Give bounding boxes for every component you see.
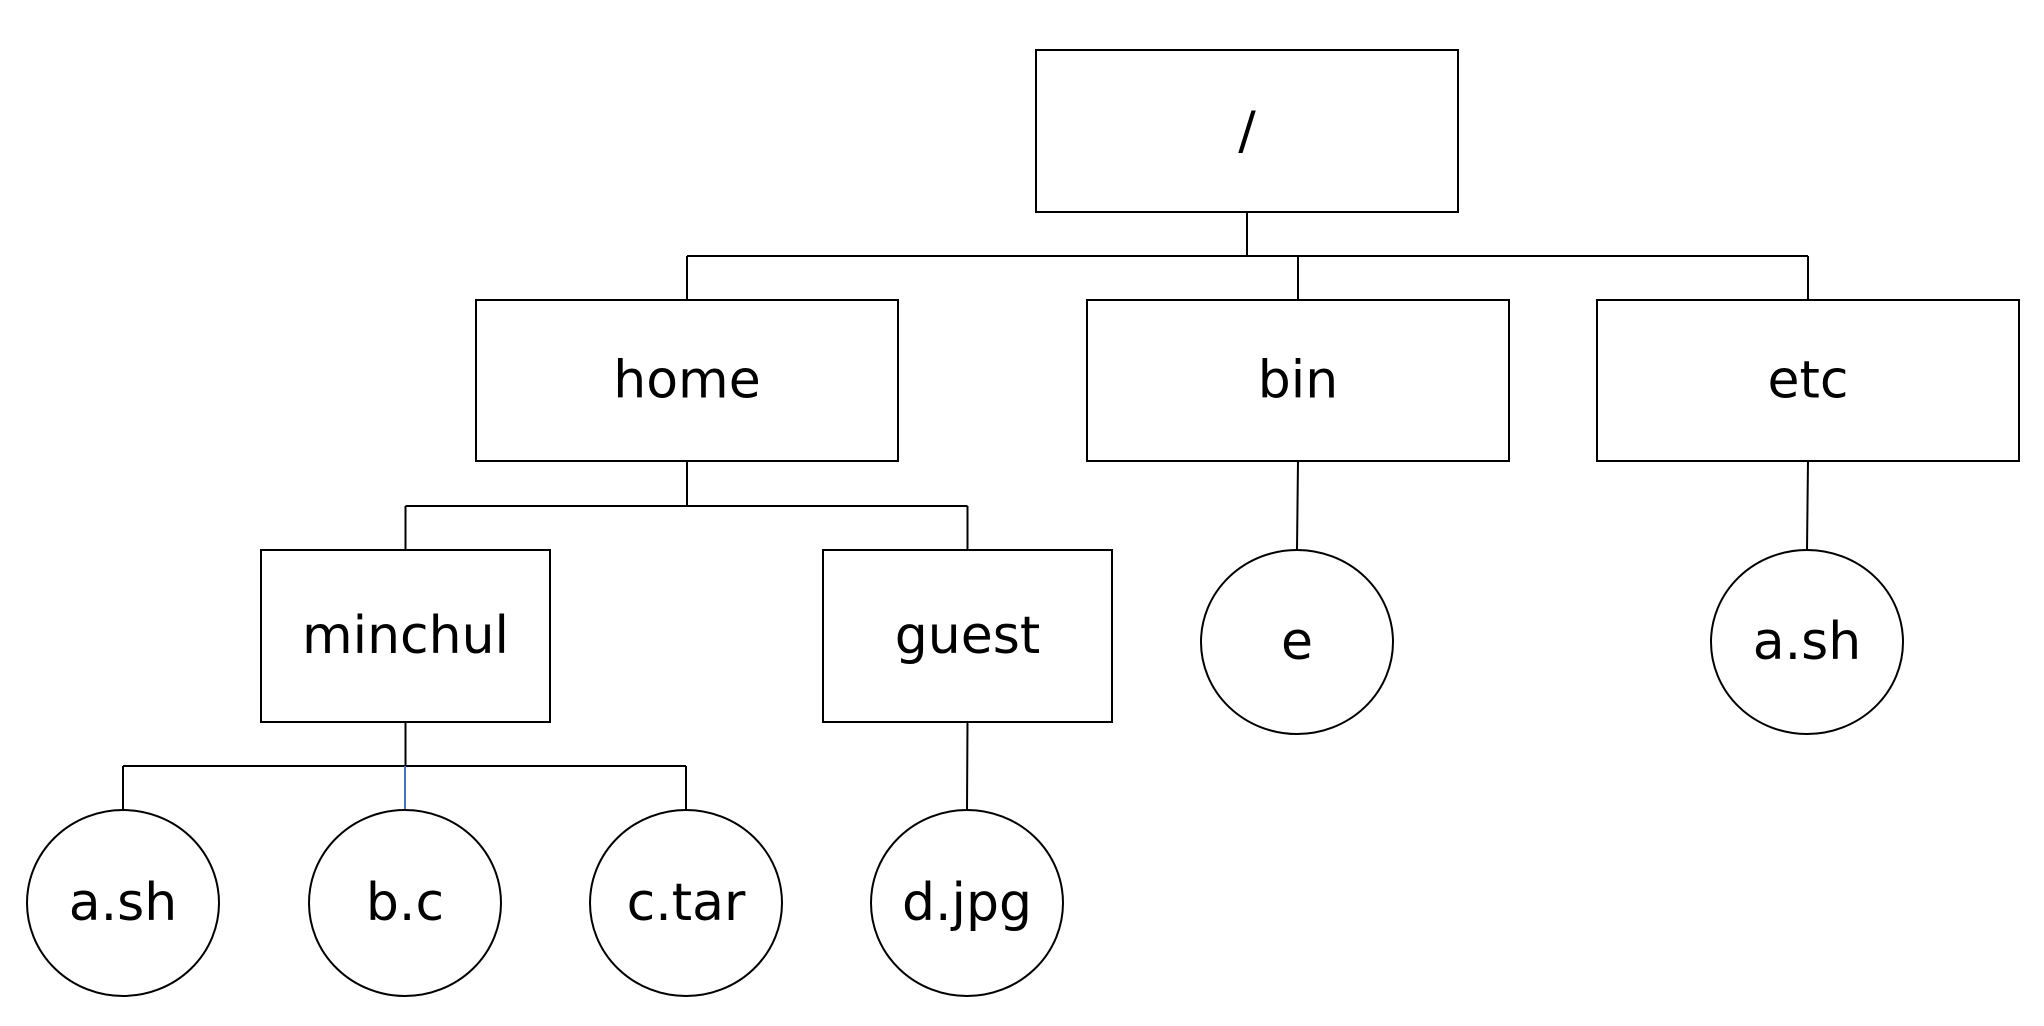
file-circle — [870, 809, 1064, 997]
directory-node-bin: bin — [1086, 299, 1510, 462]
node-label: d.jpg — [902, 873, 1032, 933]
directory-box — [1596, 299, 2020, 462]
node-label: a.sh — [69, 873, 177, 933]
edge-guest-djpg — [966, 721, 969, 811]
file-circle — [1200, 549, 1394, 735]
node-label: guest — [895, 606, 1040, 666]
directory-node-minchul: minchul — [260, 549, 551, 723]
directory-box — [1035, 49, 1459, 213]
edge-etc-etc-ash — [1806, 460, 1809, 551]
file-circle — [26, 809, 220, 997]
node-label: bin — [1258, 351, 1338, 411]
node-label: home — [613, 351, 760, 411]
node-label: e — [1281, 612, 1313, 672]
node-label: a.sh — [1753, 612, 1861, 672]
directory-node-etc: etc — [1596, 299, 2020, 462]
node-label: c.tar — [627, 873, 746, 933]
file-node-djpg: d.jpg — [870, 809, 1064, 997]
tree-edges — [122, 212, 1809, 811]
node-label: / — [1238, 101, 1256, 161]
node-label: b.c — [366, 873, 444, 933]
node-label: etc — [1768, 351, 1849, 411]
directory-box — [260, 549, 551, 723]
tree-nodes: / home bin etc minchul guest e a.sh a.sh b.c c.tar… — [26, 49, 2020, 997]
file-circle — [308, 809, 502, 997]
directory-box — [475, 299, 899, 462]
file-node-ash: a.sh — [26, 809, 220, 997]
file-node-bc: b.c — [308, 809, 502, 997]
directory-node-guest: guest — [822, 549, 1113, 723]
directory-box — [822, 549, 1113, 723]
directory-node-home: home — [475, 299, 899, 462]
file-node-ctar: c.tar — [589, 809, 783, 997]
file-node-e: e — [1200, 549, 1394, 735]
directory-box — [1086, 299, 1510, 462]
edge-bin-e — [1296, 460, 1299, 551]
directory-node-root: / — [1035, 49, 1459, 213]
file-circle — [1710, 549, 1904, 735]
node-label: minchul — [302, 606, 509, 666]
file-node-etc-ash: a.sh — [1710, 549, 1904, 735]
file-circle — [589, 809, 783, 997]
